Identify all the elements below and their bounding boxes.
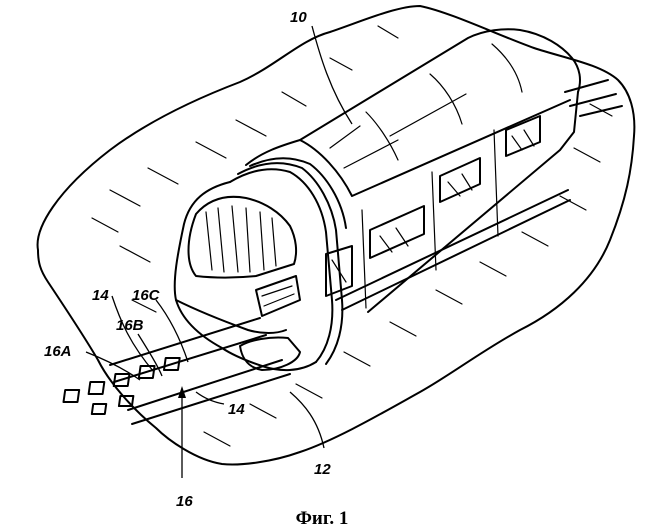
label-module-c: 16C <box>132 287 161 304</box>
label-rail-top: 14 <box>92 287 109 304</box>
leader-lines <box>86 26 352 478</box>
label-vehicle: 10 <box>290 9 307 26</box>
train-vehicle <box>175 29 580 370</box>
label-assembly: 16 <box>176 493 193 510</box>
label-module-b: 16B <box>116 317 144 334</box>
label-rail-bottom: 14 <box>228 401 245 418</box>
label-ground: 12 <box>314 461 331 478</box>
guideway-rails <box>110 80 622 424</box>
figure-caption: Фиг. 1 <box>296 508 349 529</box>
label-module-a: 16A <box>44 343 72 360</box>
